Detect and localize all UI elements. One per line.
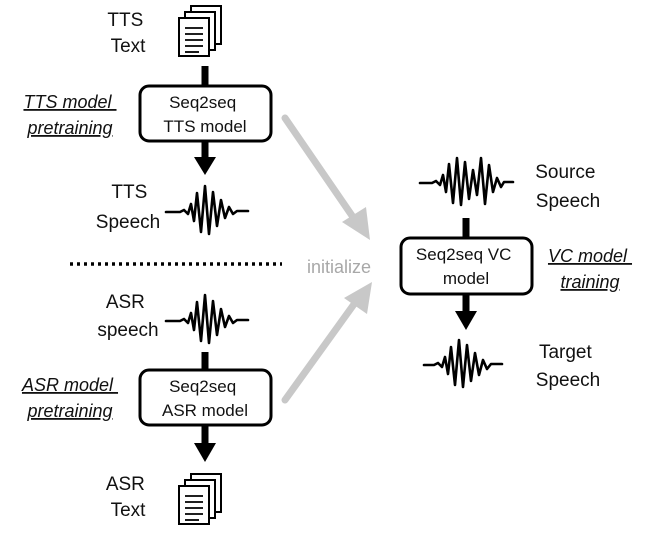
asr-model-label-line1: Seq2seq	[169, 377, 236, 396]
tts-text-label-line1: TTS	[107, 10, 143, 31]
tts-speech-label-line2: Speech	[96, 212, 160, 233]
asr-text-label-line2: Text	[111, 500, 147, 521]
tts-speech-label-line1: TTS	[111, 182, 147, 203]
asr-initialize-arrow	[281, 282, 372, 404]
tts-speech-label: TTS Speech	[96, 182, 160, 233]
asr-pretraining-label-line1: ASR model	[21, 375, 114, 395]
initialize-label: initialize	[307, 257, 371, 277]
tts-model-label-line2: TTS model	[163, 117, 246, 136]
asr-text-label: ASR Text	[106, 474, 150, 521]
asr-document-icon	[178, 473, 222, 525]
tts-model-label: Seq2seq TTS model	[163, 93, 246, 136]
vc-model-to-target-arrow	[455, 294, 477, 330]
asr-model-label: Seq2seq ASR model	[162, 377, 248, 420]
tts-initialize-arrow	[281, 114, 370, 240]
target-speech-waveform	[422, 338, 504, 389]
asr-model-label-line2: ASR model	[162, 401, 248, 420]
source-speech-label: Source Speech	[535, 162, 600, 212]
target-speech-label-line1: Target	[539, 342, 593, 363]
tts-model-label-line1: Seq2seq	[169, 93, 236, 112]
asr-speech-label-line1: ASR	[106, 292, 145, 313]
source-speech-label-line2: Speech	[536, 191, 600, 212]
asr-model-to-text-arrow	[194, 425, 216, 462]
tts-text-label: TTS Text	[107, 10, 148, 57]
vc-training-label-line1: VC model	[548, 246, 628, 266]
tts-text-label-line2: Text	[111, 36, 147, 57]
tts-pretraining-label-line2: pretraining	[26, 118, 112, 138]
tts-document-icon	[178, 5, 222, 57]
tts-speech-waveform	[164, 184, 250, 236]
tts-model-to-speech-arrow	[194, 141, 216, 175]
asr-text-label-line1: ASR	[106, 474, 145, 495]
vc-training-label: VC model training	[548, 246, 632, 292]
vc-model-label-line2: model	[443, 269, 489, 288]
vc-training-label-line2: training	[560, 272, 619, 292]
asr-pretraining-label-line2: pretraining	[26, 401, 112, 421]
target-speech-label: Target Speech	[536, 342, 600, 391]
target-speech-label-line2: Speech	[536, 370, 600, 391]
asr-speech-waveform	[164, 293, 250, 345]
asr-speech-label: ASR speech	[97, 292, 158, 341]
source-speech-label-line1: Source	[535, 162, 595, 183]
source-speech-waveform	[418, 156, 515, 207]
asr-pretraining-label: ASR model pretraining	[21, 375, 118, 421]
vc-model-label-line1: Seq2seq VC	[416, 245, 511, 264]
tts-pretraining-label-line1: TTS model	[23, 92, 112, 112]
vc-model-label: Seq2seq VC model	[416, 245, 516, 288]
tts-pretraining-label: TTS model pretraining	[23, 92, 116, 138]
asr-speech-label-line2: speech	[97, 320, 158, 341]
